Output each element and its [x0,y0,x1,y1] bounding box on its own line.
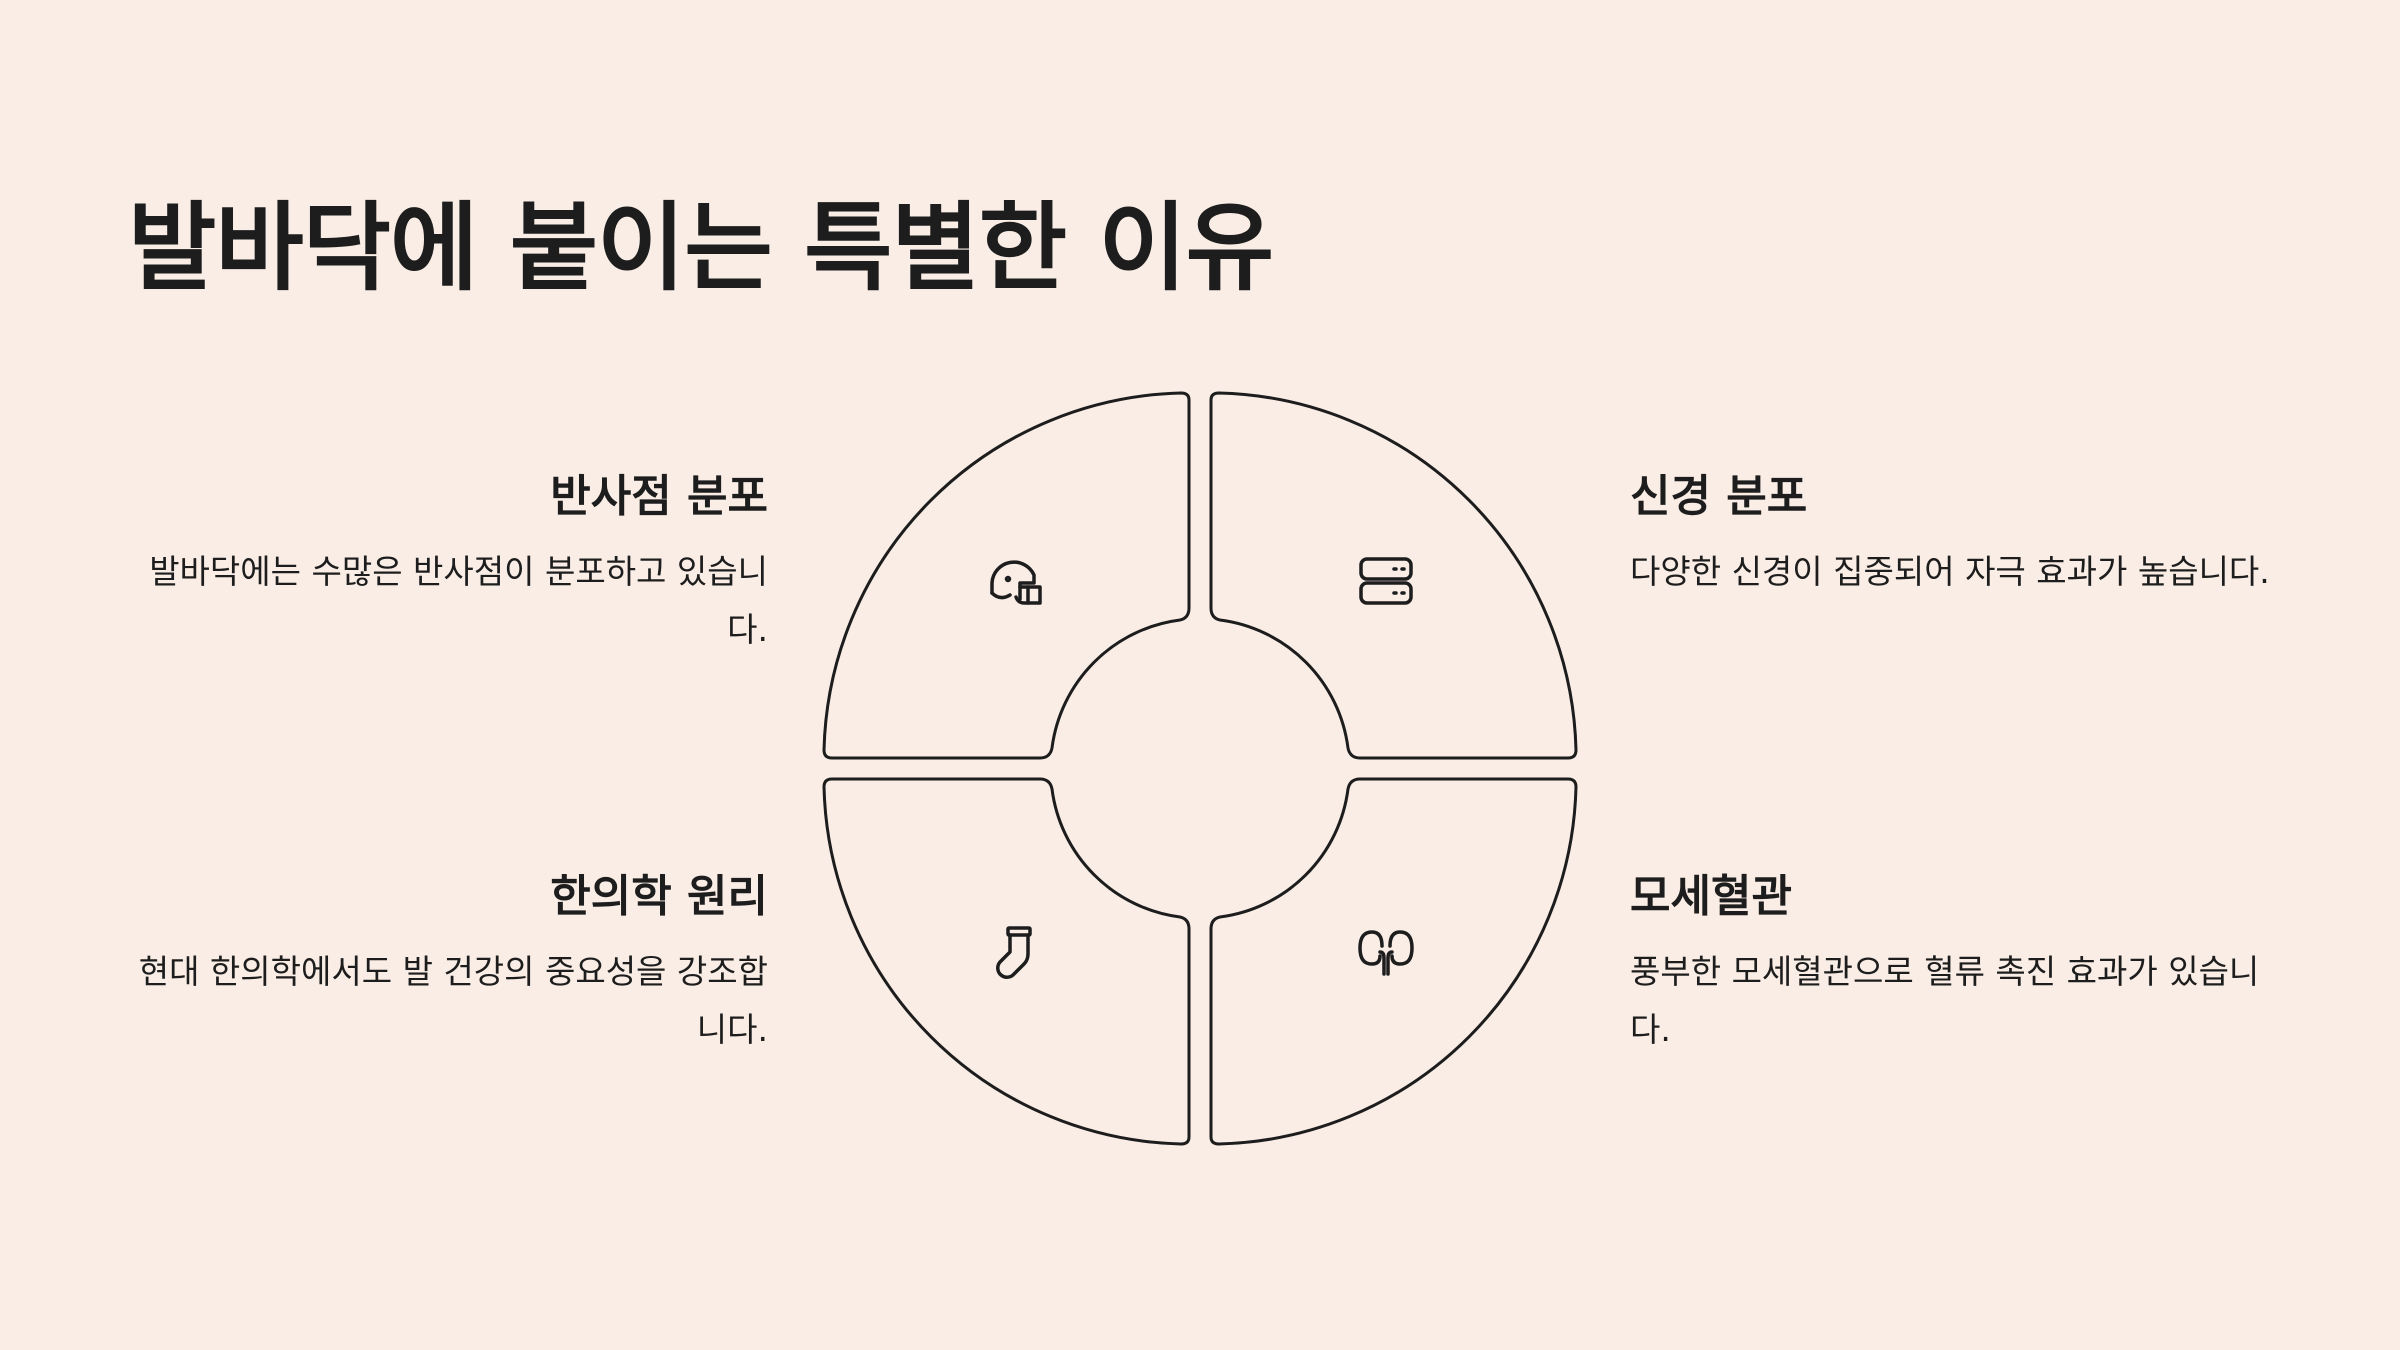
ring-segment-bottom-left [822,777,1191,1146]
section-heading: 반사점 분포 [550,471,768,522]
ring-segment-top-right [1209,391,1578,760]
section-heading: 신경 분포 [1630,471,1808,522]
section-text: 다양한 신경이 집중되어 자극 효과가 높습니다. [1630,552,2270,592]
section-nerve-distribution: 신경 분포 다양한 신경이 집중되어 자극 효과가 높습니다. [1630,468,2270,601]
kidneys-icon [1358,930,1414,976]
section-oriental-medicine: 한의학 원리 현대 한의학에서도 발 건강의 중요성을 강조합니다. [128,868,768,1059]
sock-icon [996,926,1032,979]
section-heading: 모세혈관 [1630,871,1792,922]
section-reflex-points: 반사점 분포 발바닥에는 수많은 반사점이 분포하고 있습니다. [128,468,768,659]
section-text: 풍부한 모세혈관으로 혈류 촉진 효과가 있습니다. [1630,952,2260,1050]
ring-segment-top-left [822,391,1191,760]
section-capillaries: 모세혈관 풍부한 모세혈관으로 혈류 촉진 효과가 있습니다. [1630,868,2270,1059]
section-text: 발바닥에는 수많은 반사점이 분포하고 있습니다. [149,552,768,650]
server-icon [1359,557,1413,605]
page-title: 발바닥에 붙이는 특별한 이유 [128,192,1274,304]
helmet-icon [990,560,1042,605]
section-text: 현대 한의학에서도 발 건강의 중요성을 강조합니다. [138,952,768,1050]
section-heading: 한의학 원리 [550,871,768,922]
